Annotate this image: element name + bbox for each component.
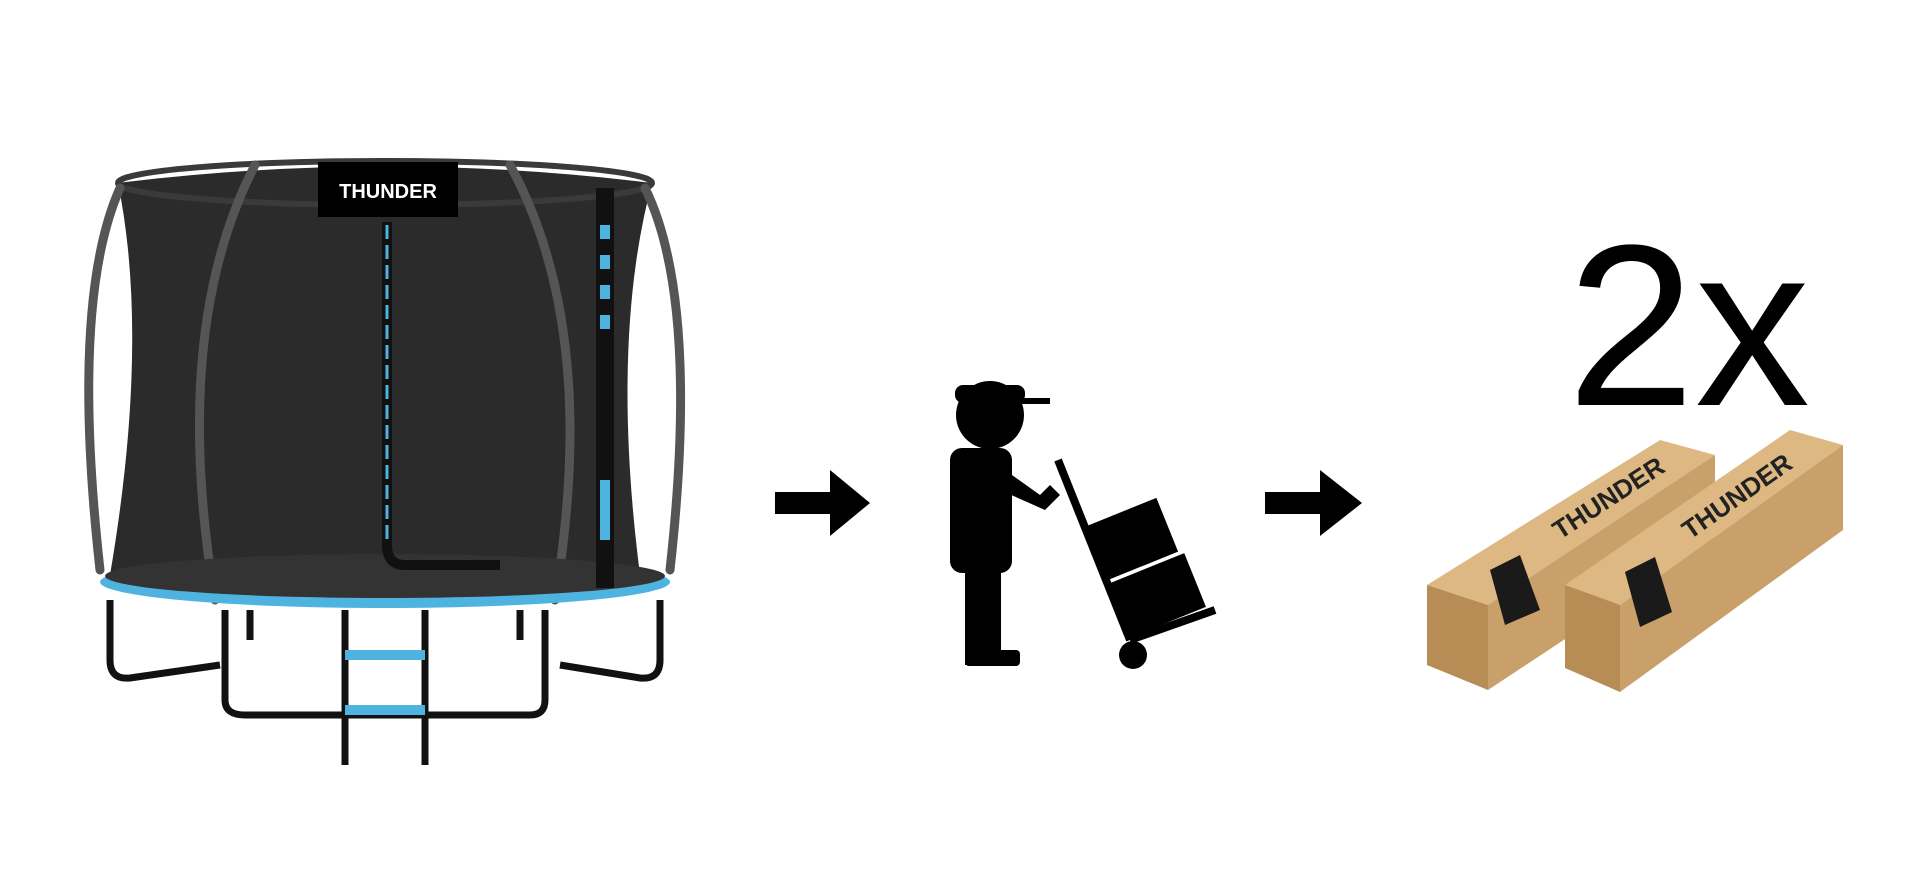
arrow-right-icon <box>1265 470 1362 536</box>
delivery-person-icon <box>950 381 1217 669</box>
cardboard-boxes-image: THUNDER THUNDER <box>1427 430 1843 692</box>
trampoline-image: THUNDER <box>84 158 686 765</box>
quantity-label: 2x <box>1567 197 1810 454</box>
trampoline-brand-logo: THUNDER <box>339 181 437 203</box>
arrow-right-icon <box>775 470 870 536</box>
